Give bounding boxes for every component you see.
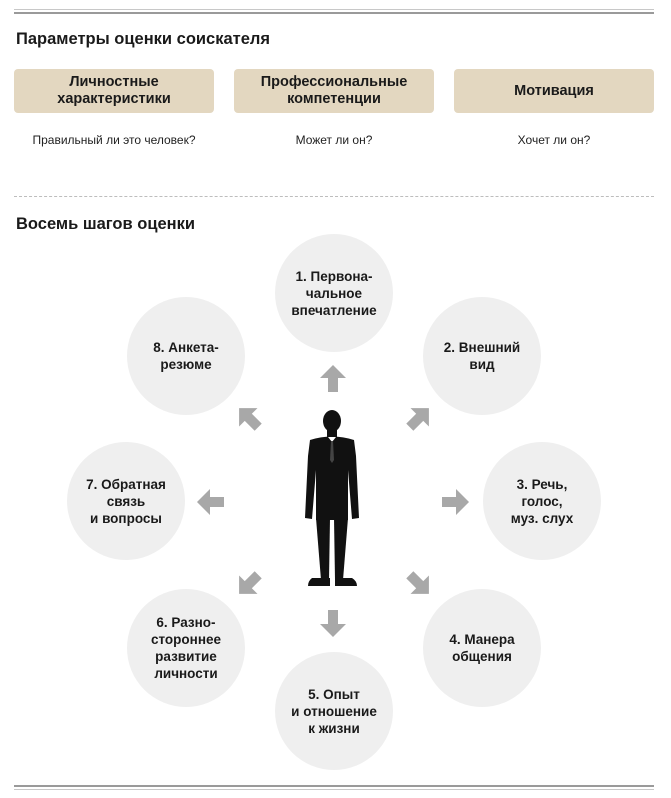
arrow-icon-up-right: [406, 408, 429, 431]
section-divider: [14, 196, 654, 197]
steps-title: Восемь шагов оценки: [16, 215, 196, 233]
step-circle-8: 8. Анкета- резюме: [127, 297, 245, 415]
step-circle-4: 4. Манера общения: [423, 589, 541, 707]
step-circle-5: 5. Опыт и отношение к жизни: [275, 652, 393, 770]
params-title: Параметры оценки соискателя: [16, 30, 271, 48]
step-circle-6: 6. Разно- стороннее развитие личности: [127, 589, 245, 707]
top-rule-thick: [14, 12, 654, 14]
param-question-personal: Правильный ли это человек?: [32, 133, 196, 147]
param-box-professional: Профессиональные компетенции: [234, 69, 434, 113]
businessman-silhouette-icon: [305, 410, 359, 586]
arrow-icon-right: [442, 489, 469, 515]
arrow-icon-left: [197, 489, 224, 515]
param-question-motivation: Хочет ли он?: [517, 133, 591, 147]
arrow-icon-up: [320, 365, 346, 392]
param-box-personal: Личностные характеристики: [14, 69, 214, 113]
step-circle-2: 2. Внешний вид: [423, 297, 541, 415]
step-circle-7: 7. Обратная связь и вопросы: [67, 442, 185, 560]
bottom-rule-thick: [14, 785, 654, 787]
arrow-icon-up-left: [239, 408, 262, 431]
arrow-icon-down-right: [406, 571, 429, 594]
param-question-professional: Может ли он?: [295, 133, 373, 147]
step-circle-3: 3. Речь, голос, муз. слух: [483, 442, 601, 560]
arrow-icon-down-left: [239, 571, 262, 594]
param-box-motivation: Мотивация: [454, 69, 654, 113]
step-circle-1: 1. Первона- чальное впечатление: [275, 234, 393, 352]
arrow-icon-down: [320, 610, 346, 637]
bottom-rule-thin: [14, 789, 654, 790]
top-rule-thin: [14, 9, 654, 10]
